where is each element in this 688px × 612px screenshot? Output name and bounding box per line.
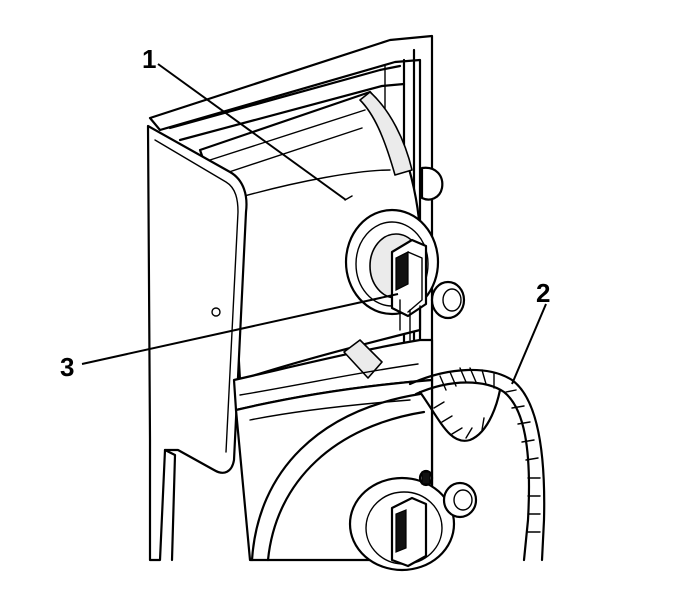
upper-socket-knob [430, 280, 466, 320]
callout-label-3: 3 [60, 352, 74, 382]
wiring-harness [408, 367, 546, 562]
lower-lens-seal [250, 392, 426, 562]
leader-line-1 [157, 63, 347, 201]
callout-label-1: 1 [142, 44, 156, 74]
upper-side-clip [420, 166, 444, 201]
lamp-bezel-panel [146, 124, 248, 562]
leader-line-2 [511, 303, 547, 385]
upper-reflector [198, 90, 422, 382]
lower-bulb-socket [348, 476, 478, 572]
bulb-socket-connector [390, 238, 428, 341]
callout-leaders [81, 63, 547, 385]
callout-label-2: 2 [536, 278, 550, 308]
leader-line-3 [81, 293, 399, 365]
